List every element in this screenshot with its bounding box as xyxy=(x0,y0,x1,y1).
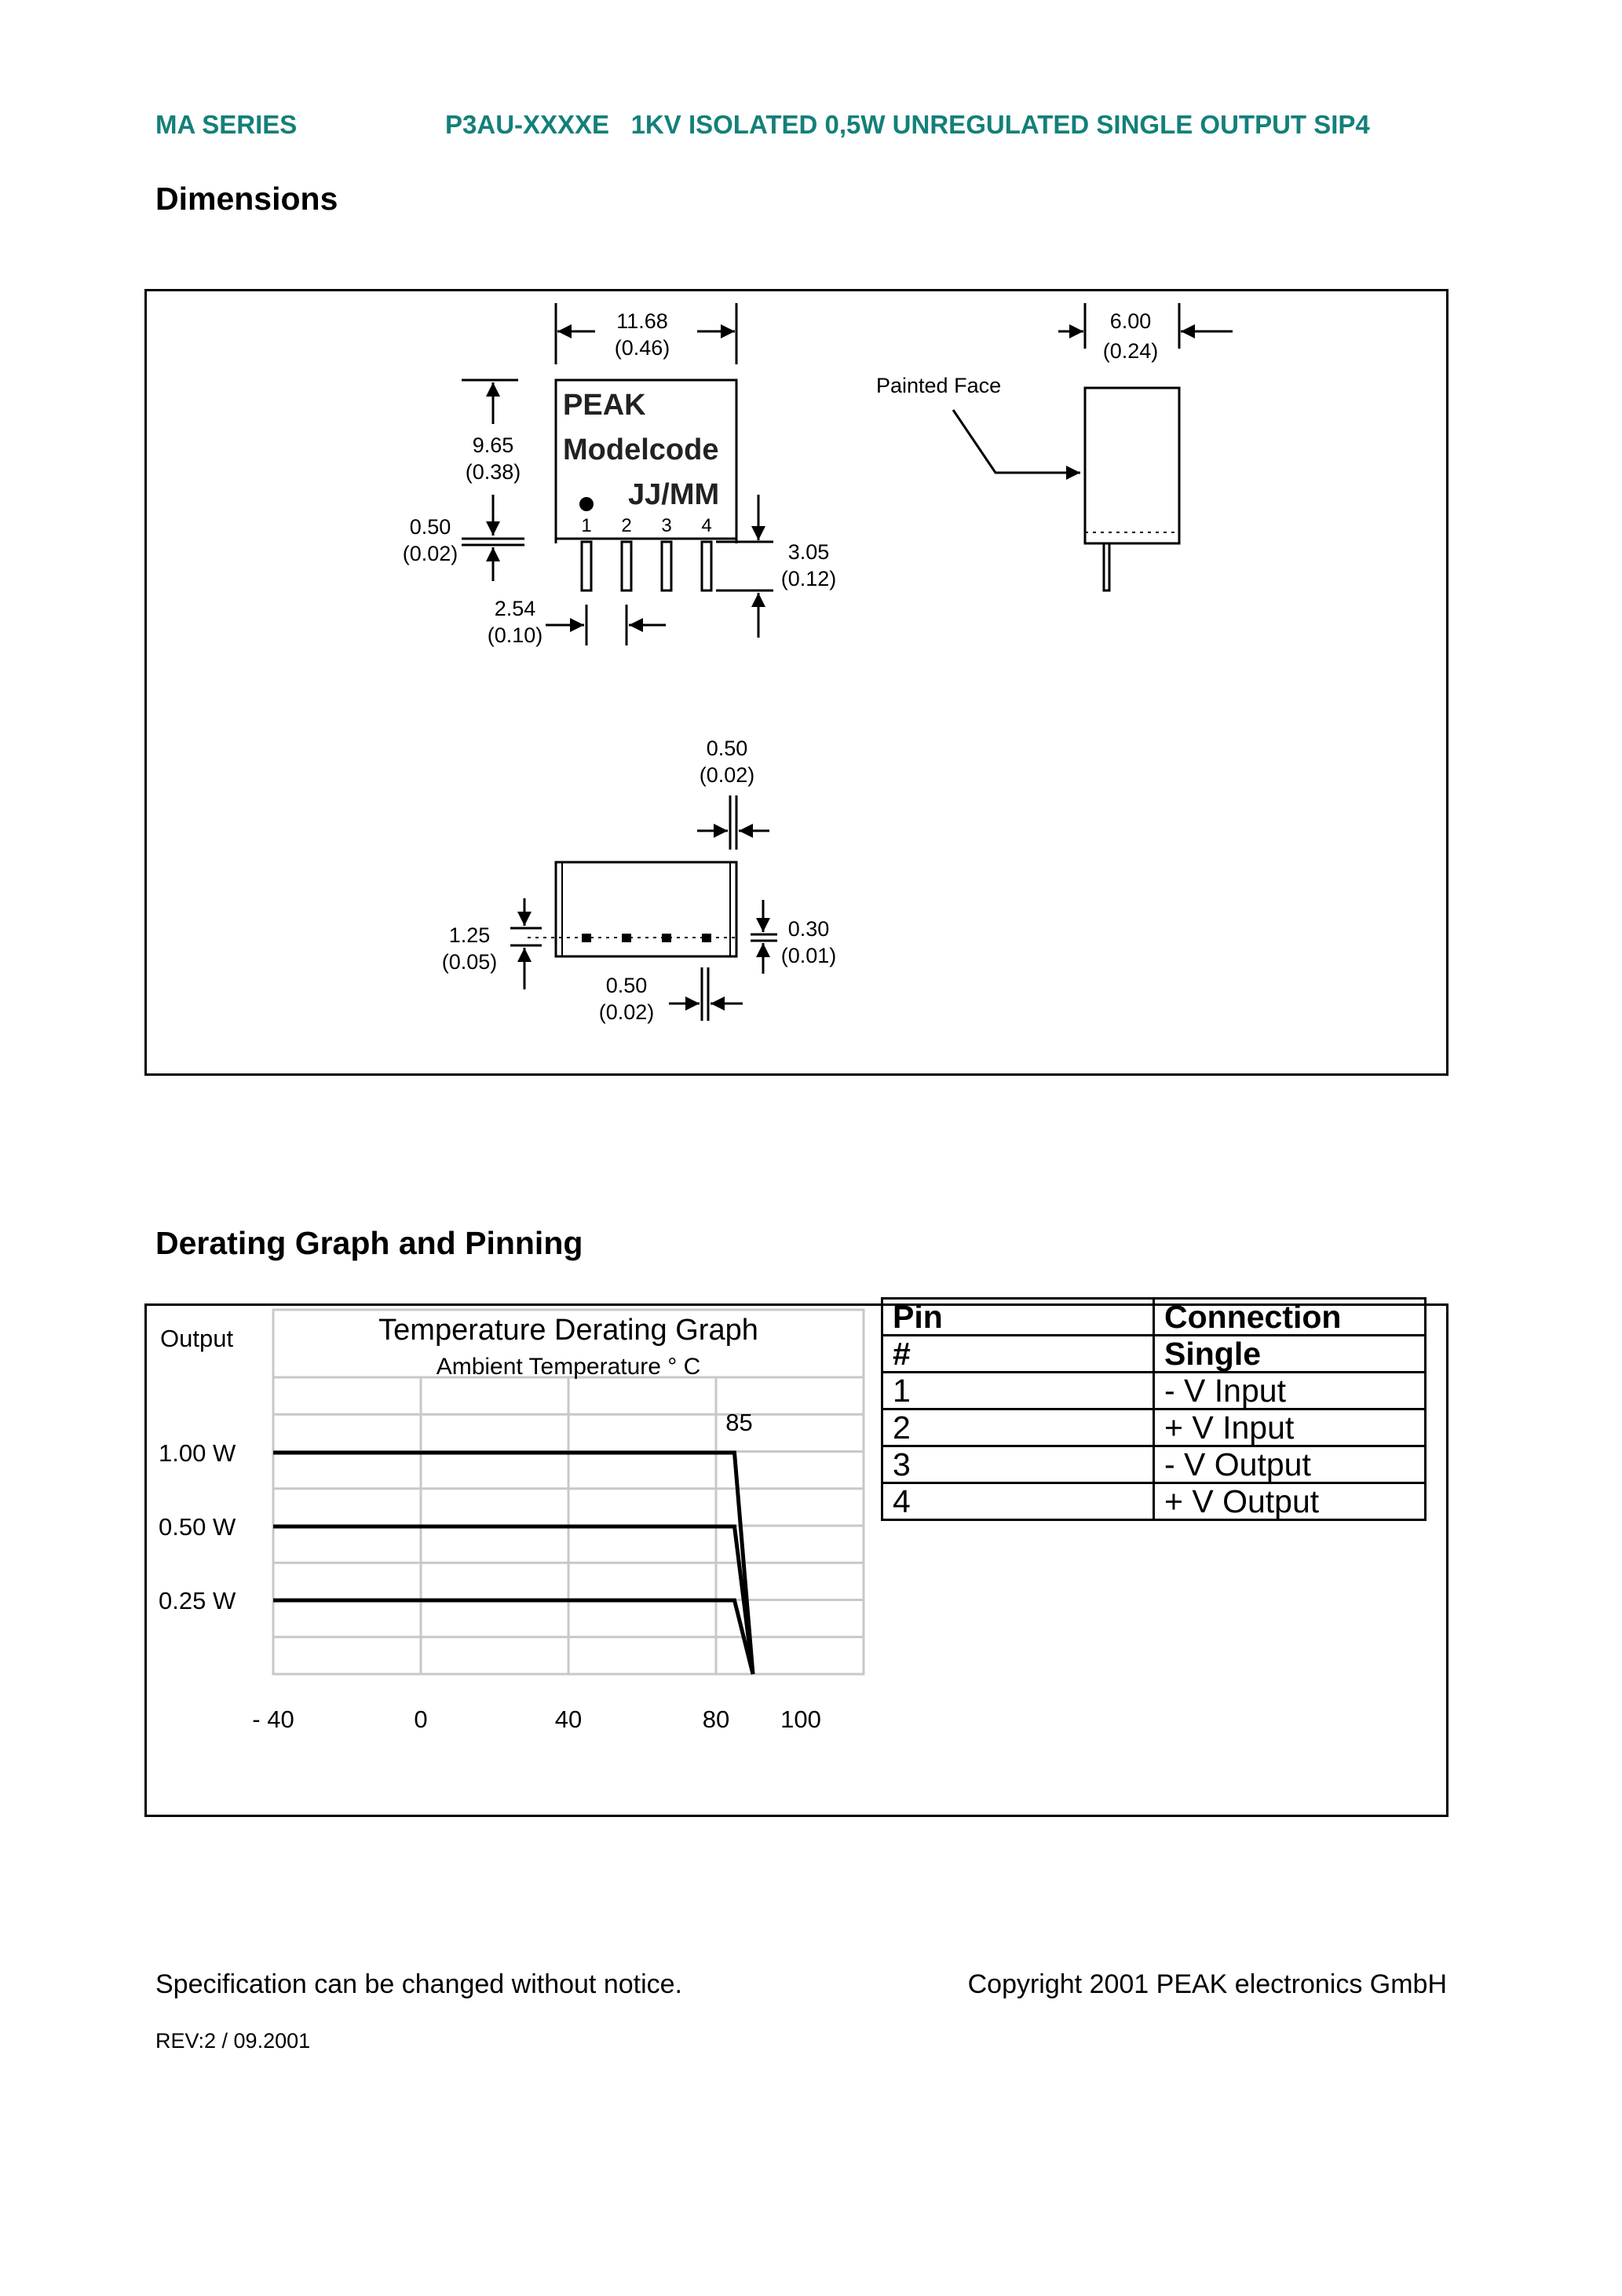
pitch-in-label: (0.10) xyxy=(488,623,543,647)
pin-cell: 3 xyxy=(881,1445,1155,1484)
pin-front xyxy=(620,540,633,592)
connection-cell: + V Output xyxy=(1153,1482,1427,1521)
derating-heading: Derating Graph and Pinning xyxy=(155,1225,583,1261)
pin-front xyxy=(580,540,593,592)
width-in-label: (0.46) xyxy=(615,336,670,360)
dimensions-heading: Dimensions xyxy=(155,181,338,217)
pin-footprints xyxy=(582,934,711,942)
pin-number: 3 xyxy=(661,515,671,536)
y-tick-label: 0.25 W xyxy=(159,1587,236,1614)
x-tick-label: 0 xyxy=(414,1706,427,1733)
top-edge-mm-label: 0.50 xyxy=(707,737,748,760)
pin-thick-in-label: (0.01) xyxy=(781,944,837,967)
depth-mm-label: 6.00 xyxy=(1110,309,1152,333)
y-tick-label: 1.00 W xyxy=(159,1439,236,1467)
pin1-marker xyxy=(579,497,594,511)
pin-cell: 4 xyxy=(881,1482,1155,1521)
brand-label: PEAK xyxy=(563,389,646,422)
top-edge-in-label: (0.02) xyxy=(700,763,755,787)
connection-cell: - V Input xyxy=(1153,1371,1427,1410)
bottom-edge-in-label: (0.02) xyxy=(599,1000,655,1024)
pin-cell: 2 xyxy=(881,1408,1155,1447)
pin-number: 4 xyxy=(701,515,711,536)
product-title: P3AU-XXXXE 1KV ISOLATED 0,5W UNREGULATED… xyxy=(445,110,1370,139)
pin-table: Pin Connection # Single 1 - V Input 2 + … xyxy=(881,1297,1427,1521)
painted-face-label: Painted Face xyxy=(876,374,1001,397)
connection-cell: - V Output xyxy=(1153,1445,1427,1484)
module-body-bottom xyxy=(554,861,738,958)
pin-number: 2 xyxy=(621,515,631,536)
pin-thick-mm-label: 0.30 xyxy=(788,917,830,941)
series-name: MA SERIES xyxy=(155,110,298,139)
depth-in-label: (0.24) xyxy=(1103,339,1159,363)
standoff-mm-label: 0.50 xyxy=(410,515,451,539)
pitch-mm-label: 2.54 xyxy=(495,597,536,620)
standoff-in-label: (0.02) xyxy=(403,542,458,565)
y-tick-label: 0.50 W xyxy=(159,1513,236,1541)
derating-series-2 xyxy=(273,1598,755,1675)
pin-len-in-label: (0.12) xyxy=(781,567,837,590)
derating-series-0 xyxy=(273,1450,755,1675)
x-tick-label: 40 xyxy=(555,1706,582,1733)
table-row: 1 - V Input xyxy=(881,1371,1427,1410)
modelcode-label: Modelcode xyxy=(563,433,718,466)
height-in-label: (0.38) xyxy=(466,460,521,484)
y-axis-label: Output xyxy=(160,1325,233,1352)
table-header-row: # Single xyxy=(881,1334,1427,1373)
notice-text: Specification can be changed without not… xyxy=(155,1969,683,1999)
header-cell: Single xyxy=(1153,1334,1427,1373)
pin-side xyxy=(1102,542,1111,592)
chart-subtitle: Ambient Temperature ° C xyxy=(437,1354,701,1380)
derating-series-1 xyxy=(273,1524,755,1675)
pin-front xyxy=(700,540,713,592)
datecode-label: JJ/MM xyxy=(628,478,719,511)
connection-cell: + V Input xyxy=(1153,1408,1427,1447)
table-row: 2 + V Input xyxy=(881,1408,1427,1447)
pin-number: 1 xyxy=(581,515,591,536)
revision-text: REV:2 / 09.2001 xyxy=(155,2029,311,2053)
dimensions-frame xyxy=(144,289,1448,1076)
pin-len-mm-label: 3.05 xyxy=(788,540,830,564)
header-cell: Pin xyxy=(881,1297,1155,1336)
pin-offset-in-label: (0.05) xyxy=(442,950,498,974)
chart-title: Temperature Derating Graph xyxy=(378,1314,758,1347)
bottom-edge-mm-label: 0.50 xyxy=(606,974,648,997)
pin-cell: 1 xyxy=(881,1371,1155,1410)
header-cell: Connection xyxy=(1153,1297,1427,1336)
x-tick-label: 80 xyxy=(703,1706,729,1733)
table-header-row: Pin Connection xyxy=(881,1297,1427,1336)
header-cell: # xyxy=(881,1334,1155,1373)
height-mm-label: 9.65 xyxy=(473,433,514,457)
derating-chart: Output Temperature Derating Graph Ambien… xyxy=(159,1308,865,1733)
x-tick-label: - 40 xyxy=(252,1706,294,1733)
derating-frame xyxy=(144,1303,1448,1817)
table-row: 4 + V Output xyxy=(881,1482,1427,1521)
pin-offset-mm-label: 1.25 xyxy=(449,923,491,947)
module-body-front xyxy=(554,378,738,540)
pin-front xyxy=(660,540,673,592)
knee-annotation: 85 xyxy=(725,1409,752,1436)
width-mm-label: 11.68 xyxy=(616,309,668,333)
module-body-side xyxy=(1083,386,1181,545)
copyright-text: Copyright 2001 PEAK electronics GmbH xyxy=(967,1969,1447,1999)
table-row: 3 - V Output xyxy=(881,1445,1427,1484)
x-tick-label: 100 xyxy=(780,1706,821,1733)
